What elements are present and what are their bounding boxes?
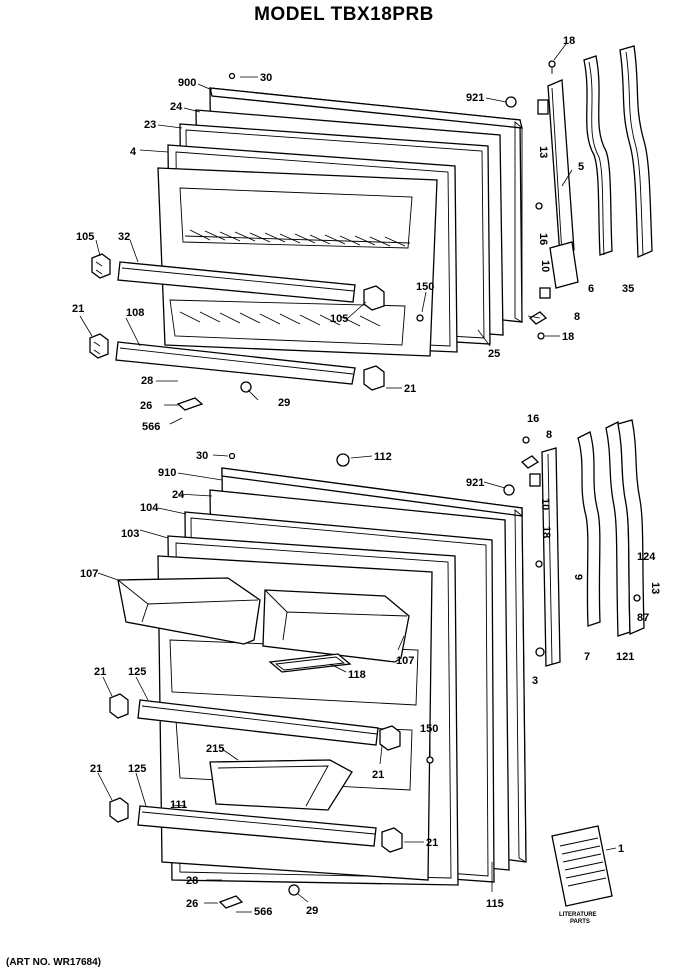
fresh-food-door-stop-icon (218, 895, 244, 909)
callout: 7 (584, 651, 590, 663)
freezer-shelf-bracket-icon (89, 253, 385, 391)
callout: 150 (420, 723, 438, 735)
callout: 5 (578, 161, 584, 173)
callout: 32 (118, 231, 130, 243)
freezer-plug-icon (505, 96, 517, 108)
callout: 900 (178, 77, 196, 89)
callout: 28 (141, 375, 153, 387)
freezer-screw-icon (228, 72, 236, 80)
callout: 87 (637, 612, 649, 624)
callout: 30 (260, 72, 272, 84)
callout: 26 (186, 898, 198, 910)
callout: 21 (404, 383, 416, 395)
literature-label-line1: LITERATURE (559, 912, 597, 918)
fresh-food-stud-icon (426, 756, 434, 764)
callout: 108 (126, 307, 144, 319)
callout: 16 (537, 233, 549, 245)
fresh-food-callouts: 16 8 30 112 910 921 10 24 104 18 103 124… (80, 413, 661, 918)
freezer-shelf-bar-lower (115, 341, 356, 385)
callout: 18 (562, 331, 574, 343)
callout: 3 (532, 675, 538, 687)
freezer-door-stop-icon (176, 397, 204, 411)
callout: 16 (527, 413, 539, 425)
callout: 29 (306, 905, 318, 917)
freezer-handle-parts (528, 45, 653, 340)
callout: 9 (572, 574, 584, 580)
fresh-food-door-assembly (109, 419, 645, 909)
callout: 215 (206, 743, 224, 755)
callout: 566 (254, 906, 272, 918)
callout: 8 (574, 311, 580, 323)
callout: 21 (94, 666, 106, 678)
callout: 10 (539, 260, 551, 272)
callout: 125 (128, 763, 146, 775)
callout: 921 (466, 92, 484, 104)
fresh-food-shelf-bracket-icon (109, 693, 403, 853)
freezer-callouts: 18 30 900 921 24 13 23 5 4 16 105 32 6 3… (72, 35, 634, 433)
callout: 4 (130, 146, 137, 158)
callout: 18 (540, 526, 552, 538)
callout: 28 (186, 875, 198, 887)
model-title: MODEL TBX18PRB (254, 4, 434, 25)
callout: 13 (649, 582, 661, 594)
art-number: (ART NO. WR17684) (6, 957, 102, 968)
callout: 26 (140, 400, 152, 412)
callout: 112 (374, 451, 392, 463)
fresh-food-cap-icon (336, 453, 350, 467)
callout: 921 (466, 477, 484, 489)
callout: 23 (144, 119, 156, 131)
freezer-door-assembly (89, 45, 653, 411)
callout: 29 (278, 397, 290, 409)
callout: 105 (330, 313, 348, 325)
freezer-leveling-screw-icon (240, 381, 252, 393)
callout: 125 (128, 666, 146, 678)
fresh-food-shelf-bar-upper (137, 699, 379, 746)
callout: 10 (539, 498, 551, 510)
callout: 21 (372, 769, 384, 781)
fresh-food-plug-icon (503, 484, 515, 496)
callout: 24 (172, 489, 185, 501)
callout: 124 (637, 551, 656, 563)
fresh-food-butter-tray (268, 653, 352, 673)
callout: 21 (426, 837, 438, 849)
callout: 25 (488, 348, 500, 360)
callout: 566 (142, 421, 160, 433)
fresh-food-leveling-screw-icon (288, 884, 300, 896)
callout: 910 (158, 467, 176, 479)
callout: 30 (196, 450, 208, 462)
callout: 8 (546, 429, 552, 441)
callout: 103 (121, 528, 139, 540)
callout: 115 (486, 898, 504, 910)
callout: 121 (616, 651, 634, 663)
callout: 150 (416, 281, 434, 293)
literature-label-line2: PARTS (570, 919, 590, 925)
callout: 21 (72, 303, 84, 315)
callout: 24 (170, 101, 183, 113)
fresh-food-shelf-bar-lower (137, 805, 377, 847)
callout: 111 (170, 799, 187, 811)
fresh-food-handle-parts (520, 419, 645, 907)
callout: 107 (396, 655, 414, 667)
freezer-stud-icon (416, 314, 424, 322)
callout: 35 (622, 283, 634, 295)
callout: 6 (588, 283, 594, 295)
freezer-shelf-bar-upper (117, 261, 356, 303)
fresh-food-door-bin (117, 577, 410, 663)
callout: 118 (348, 669, 366, 681)
leader-lines (79, 43, 617, 913)
callout: 107 (80, 568, 98, 580)
callout: 18 (563, 35, 575, 47)
fresh-food-screw-icon (228, 452, 236, 460)
callout: 21 (90, 763, 102, 775)
callout: 104 (140, 502, 159, 514)
callout: 105 (76, 231, 94, 243)
callout: 13 (537, 146, 549, 158)
callout: 1 (618, 843, 624, 855)
